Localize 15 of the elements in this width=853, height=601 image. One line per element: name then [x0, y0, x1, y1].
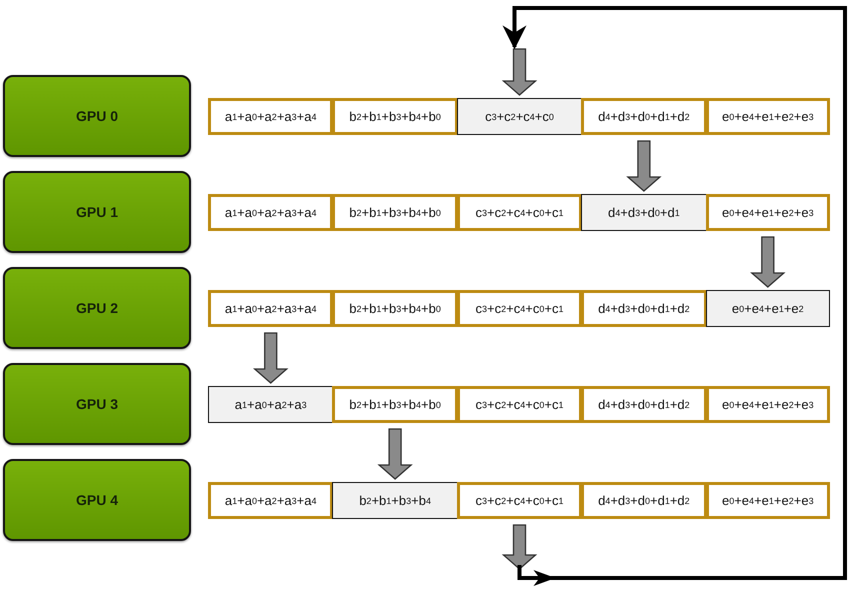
gpu-box	[3, 171, 191, 253]
gpu-label: GPU 2	[76, 300, 118, 316]
gpu-label: GPU 1	[76, 204, 118, 220]
gpu-box	[3, 363, 191, 445]
block-arrow	[626, 140, 662, 192]
block-arrow	[377, 428, 413, 480]
gpu-label: GPU 4	[76, 492, 118, 508]
gpu-box	[3, 75, 191, 157]
block-arrow	[750, 236, 786, 288]
block-arrow	[252, 332, 288, 384]
gpu-box	[3, 459, 191, 541]
gpu-label: GPU 0	[76, 108, 118, 124]
loop-arrow	[502, 6, 847, 586]
gpu-label: GPU 3	[76, 396, 118, 412]
gpu-box	[3, 267, 191, 349]
